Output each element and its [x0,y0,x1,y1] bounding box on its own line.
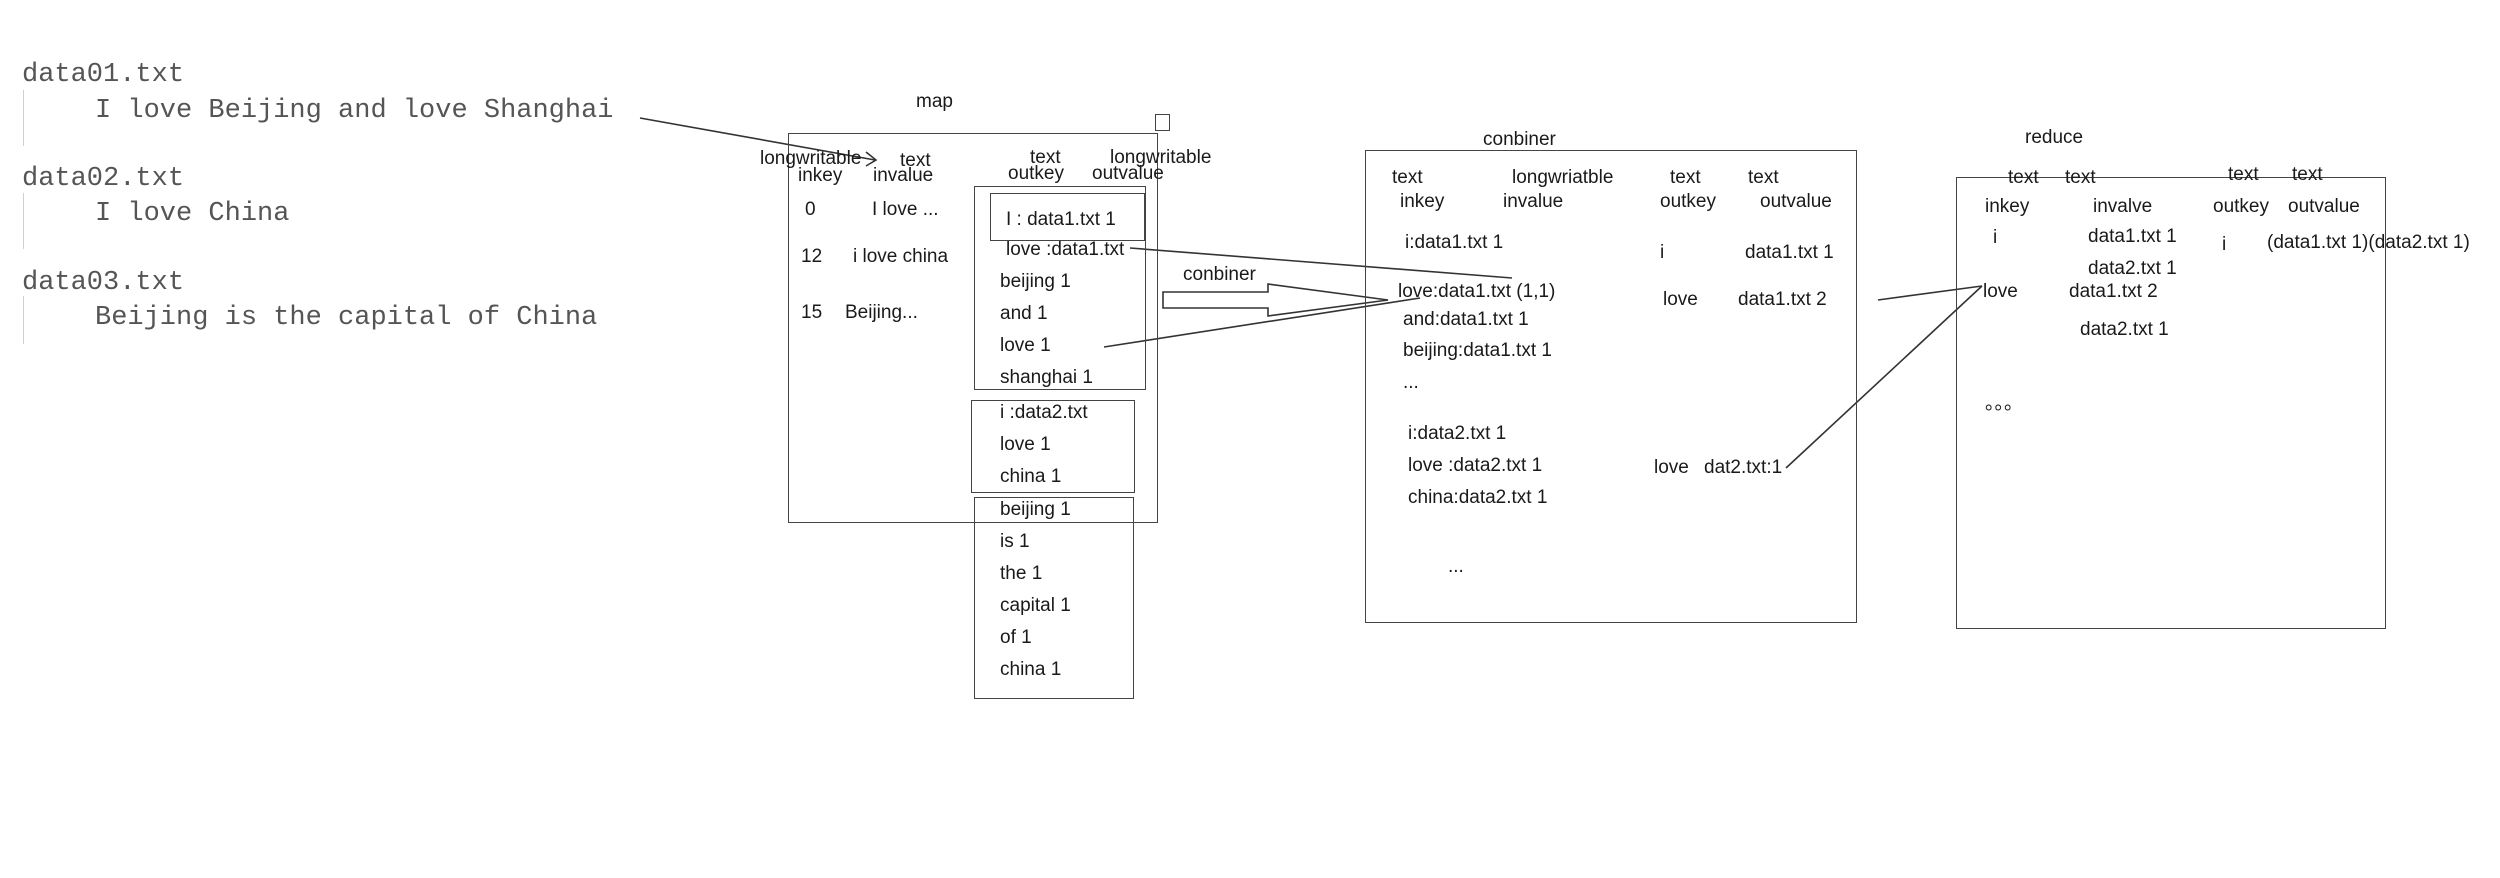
reduce-type-text-2: text [2065,167,2096,188]
map-input-key: 12 [801,246,823,267]
map-output-group-2 [971,400,1135,493]
reduce-invalue-header: invalve [2093,196,2153,217]
file-name: data03.txt [22,268,185,298]
reduce-input-value: data2.txt 1 [2080,319,2169,340]
map-type-text-in: text [900,150,931,171]
reduce-box [1956,177,2386,629]
combiner-input-ellipsis: ... [1448,556,1464,577]
file-content: I love China [95,199,290,229]
map-corner-handle [1155,114,1170,131]
map-output-item: I : data1.txt 1 [1006,209,1116,230]
map-input-value: I love ... [872,199,939,220]
combiner-output-key: i [1660,242,1665,263]
love-to-combiner-line-1 [1129,247,1513,279]
reduce-type-text-4: text [2292,164,2323,185]
conbiner-block-arrow [1162,283,1389,317]
map-output-item: and 1 [1000,303,1048,324]
map-input-key: 0 [805,199,816,220]
combiner-output-value: dat2.txt:1 [1704,457,1783,478]
combiner-outvalue-header: outvalue [1760,191,1832,212]
combiner-box [1365,150,1857,623]
map-output-item: is 1 [1000,531,1030,552]
reduce-outvalue-header: outvalue [2288,196,2360,217]
reduce-type-text-3: text [2228,164,2259,185]
combiner-output-key: love [1663,289,1698,310]
reduce-input-key: i [1993,227,1998,248]
map-box [788,133,1158,523]
combiner-outkey-header: outkey [1660,191,1716,212]
file-divider-2 [23,193,24,249]
combiner-to-reduce-line-1 [1877,285,1983,301]
reduce-inkey-header: inkey [1985,196,2030,217]
map-input-value: Beijing... [845,302,918,323]
map-first-record-highlight [990,193,1145,241]
file-divider-1 [23,90,24,146]
combiner-input-item: and:data1.txt 1 [1403,309,1529,330]
map-output-item: china 1 [1000,659,1062,680]
map-output-item: love 1 [1000,434,1051,455]
combiner-input-item: i:data1.txt 1 [1405,232,1504,253]
reduce-type-text-1: text [2008,167,2039,188]
combiner-input-item: love :data2.txt 1 [1408,455,1543,476]
file-name: data01.txt [22,60,185,90]
reduce-input-value: data1.txt 1 [2088,226,2177,247]
combiner-type-text-outvalue: text [1748,167,1779,188]
map-entry-arrowhead [865,151,878,167]
map-output-item: capital 1 [1000,595,1071,616]
conbiner-arrow-label: conbiner [1183,264,1256,285]
file-content: I love Beijing and love Shanghai [95,96,614,126]
combiner-inkey-header: inkey [1400,191,1445,212]
map-output-item: the 1 [1000,563,1043,584]
map-input-value: i love china [853,246,949,267]
reduce-ellipsis: 。。。 [1985,393,2024,414]
map-output-item: shanghai 1 [1000,367,1093,388]
map-title: map [916,91,953,112]
combiner-input-item: i:data2.txt 1 [1408,423,1507,444]
combiner-to-reduce-line-2 [1785,285,1983,469]
combiner-output-key: love [1654,457,1689,478]
map-outvalue-header: outvalue [1092,163,1164,184]
map-type-text-out: text [1030,147,1061,168]
combiner-input-item: beijing:data1.txt 1 [1403,340,1552,361]
map-output-group-1 [974,186,1146,390]
reduce-output-key: i [2222,234,2227,255]
reduce-input-value: data2.txt 1 [2088,258,2177,279]
file-content: Beijing is the capital of China [95,303,598,333]
file-divider-3 [23,296,24,344]
map-output-item: love 1 [1000,335,1051,356]
combiner-title: conbiner [1483,129,1556,150]
love-to-combiner-line-2 [1103,297,1421,348]
combiner-input-item: china:data2.txt 1 [1408,487,1548,508]
combiner-output-value: data1.txt 2 [1738,289,1827,310]
map-output-item: beijing 1 [1000,499,1071,520]
reduce-input-key: love [1983,281,2018,302]
map-output-item: i :data2.txt [1000,402,1088,423]
reduce-output-value: (data1.txt 1)(data2.txt 1) [2267,232,2470,253]
combiner-input-ellipsis: ... [1403,372,1419,393]
map-output-item: beijing 1 [1000,271,1071,292]
file-to-map-line [639,117,876,161]
reduce-title: reduce [2025,127,2084,148]
combiner-type-text: text [1392,167,1423,188]
map-output-item: love :data1.txt [1006,239,1125,260]
reduce-input-value: data1.txt 2 [2069,281,2158,302]
combiner-invalue-header: invalue [1503,191,1564,212]
combiner-input-item: love:data1.txt (1,1) [1398,281,1556,302]
map-invalue-header: invalue [873,165,934,186]
combiner-type-longwriatble: longwriatble [1512,167,1614,188]
combiner-output-value: data1.txt 1 [1745,242,1834,263]
map-input-key: 15 [801,302,823,323]
map-outkey-header: outkey [1008,163,1064,184]
map-output-group-3 [974,497,1134,699]
map-output-item: of 1 [1000,627,1032,648]
map-output-item: china 1 [1000,466,1062,487]
map-type-longwritable: longwritable [760,148,862,169]
file-name: data02.txt [22,164,185,194]
map-inkey-header: inkey [798,165,843,186]
reduce-outkey-header: outkey [2213,196,2269,217]
map-type-longwritable-out: longwritable [1110,147,1212,168]
combiner-type-text-out: text [1670,167,1701,188]
